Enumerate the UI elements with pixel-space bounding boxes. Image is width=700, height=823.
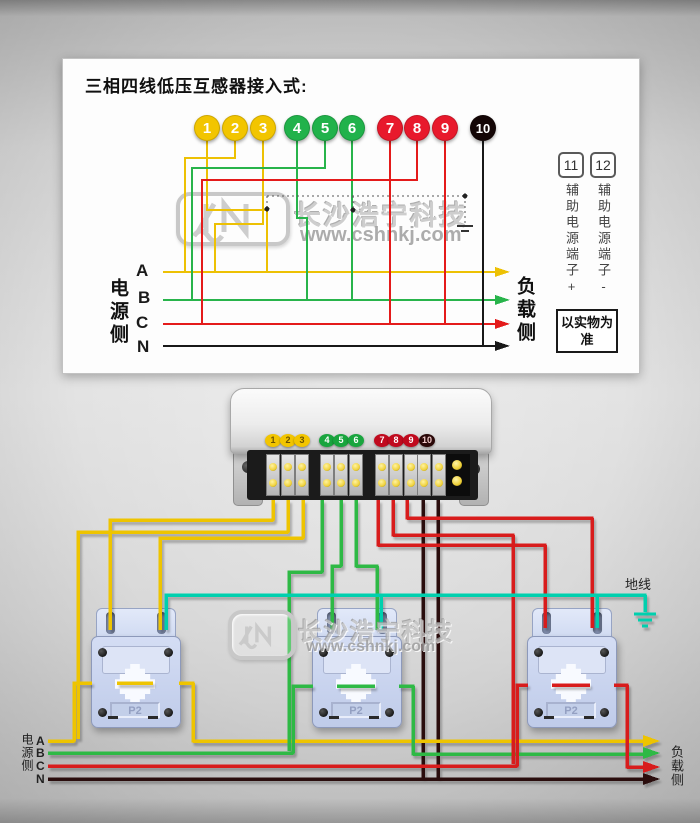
terminal-post-8 <box>389 454 403 496</box>
aux-terminal-block <box>446 454 470 496</box>
ct3-mark <box>544 716 554 719</box>
ct1-s2-hole <box>157 612 166 634</box>
install-phase-b-label: B <box>36 746 45 760</box>
brand-logo <box>176 192 290 246</box>
install-phase-c-label: C <box>36 759 45 773</box>
terminal-post-2 <box>281 454 295 496</box>
terminal-label-3: 3 <box>294 434 310 447</box>
terminal-label-7: 7 <box>374 434 390 447</box>
schematic-terminal-2: 2 <box>222 115 248 141</box>
terminal-post-5 <box>334 454 348 496</box>
aux-terminal-12: 12 <box>590 152 616 178</box>
terminal-post-7 <box>375 454 389 496</box>
ct1-s1-hole <box>106 612 115 634</box>
schematic-terminal-3: 3 <box>250 115 276 141</box>
watermark-url: www.cshnkj.com <box>300 224 462 246</box>
terminal-post-6 <box>349 454 363 496</box>
schematic-terminal-4: 4 <box>284 115 310 141</box>
schematic-terminal-10: 10 <box>470 115 496 141</box>
schematic-terminal-6: 6 <box>339 115 365 141</box>
terminal-screw-icon <box>452 476 462 486</box>
ct3-mark <box>584 716 594 719</box>
schematic-phase-a-label: A <box>136 261 149 280</box>
ct2-mark <box>369 716 379 719</box>
note-box: 以实物为准 <box>556 309 618 353</box>
aux-terminal-11-label: 辅助电源端子+ <box>564 183 579 297</box>
terminal-label-10: 10 <box>419 434 435 447</box>
ground-wire-label: 地线 <box>625 577 652 592</box>
terminal-label-1: 1 <box>265 434 281 447</box>
schematic-terminal-8: 8 <box>404 115 430 141</box>
schematic-source-side-label: 电源侧 <box>107 278 128 347</box>
schematic-phase-c-label: C <box>136 313 149 332</box>
install-phase-n-label: N <box>36 772 45 786</box>
schematic-terminal-1: 1 <box>194 115 220 141</box>
schematic-load-side-label: 负载侧 <box>514 276 535 345</box>
install-source-side-label: 电源侧 <box>20 733 34 772</box>
terminal-post-9 <box>404 454 418 496</box>
schematic-terminal-7: 7 <box>377 115 403 141</box>
ct1-mark <box>108 716 118 719</box>
terminal-label-4: 4 <box>319 434 335 447</box>
brand-logo-small <box>228 610 296 660</box>
install-load-side-label: 负载侧 <box>669 745 684 787</box>
terminal-label-2: 2 <box>280 434 296 447</box>
brand-logo-glyph <box>238 621 272 650</box>
aux-terminal-11: 11 <box>558 152 584 178</box>
schematic-title: 三相四线低压互感器接入式: <box>85 77 308 96</box>
terminal-post-1 <box>266 454 280 496</box>
terminal-label-6: 6 <box>348 434 364 447</box>
terminal-label-9: 9 <box>403 434 419 447</box>
terminal-post-11 <box>432 454 446 496</box>
ct1-mark <box>148 716 158 719</box>
schematic-phase-n-label: N <box>137 337 150 356</box>
brand-logo-glyph <box>191 196 249 242</box>
terminal-post-3 <box>295 454 309 496</box>
terminal-label-8: 8 <box>388 434 404 447</box>
install-phase-a-label: A <box>36 734 45 748</box>
schematic-terminal-9: 9 <box>432 115 458 141</box>
watermark-brand-bottom: 长沙浩宁科技 <box>298 619 454 646</box>
schematic-terminal-5: 5 <box>312 115 338 141</box>
schematic-phase-b-label: B <box>138 288 151 307</box>
terminal-post-4 <box>320 454 334 496</box>
terminal-screw-icon <box>452 460 462 470</box>
aux-terminal-12-label: 辅助电源端子- <box>596 183 611 297</box>
terminal-post-10 <box>417 454 431 496</box>
ct3-s1-hole <box>542 612 551 634</box>
watermark-url-bottom: www.cshnkj.com <box>306 638 436 655</box>
ct2-mark <box>329 716 339 719</box>
terminal-label-5: 5 <box>333 434 349 447</box>
ct3-s2-hole <box>593 612 602 634</box>
